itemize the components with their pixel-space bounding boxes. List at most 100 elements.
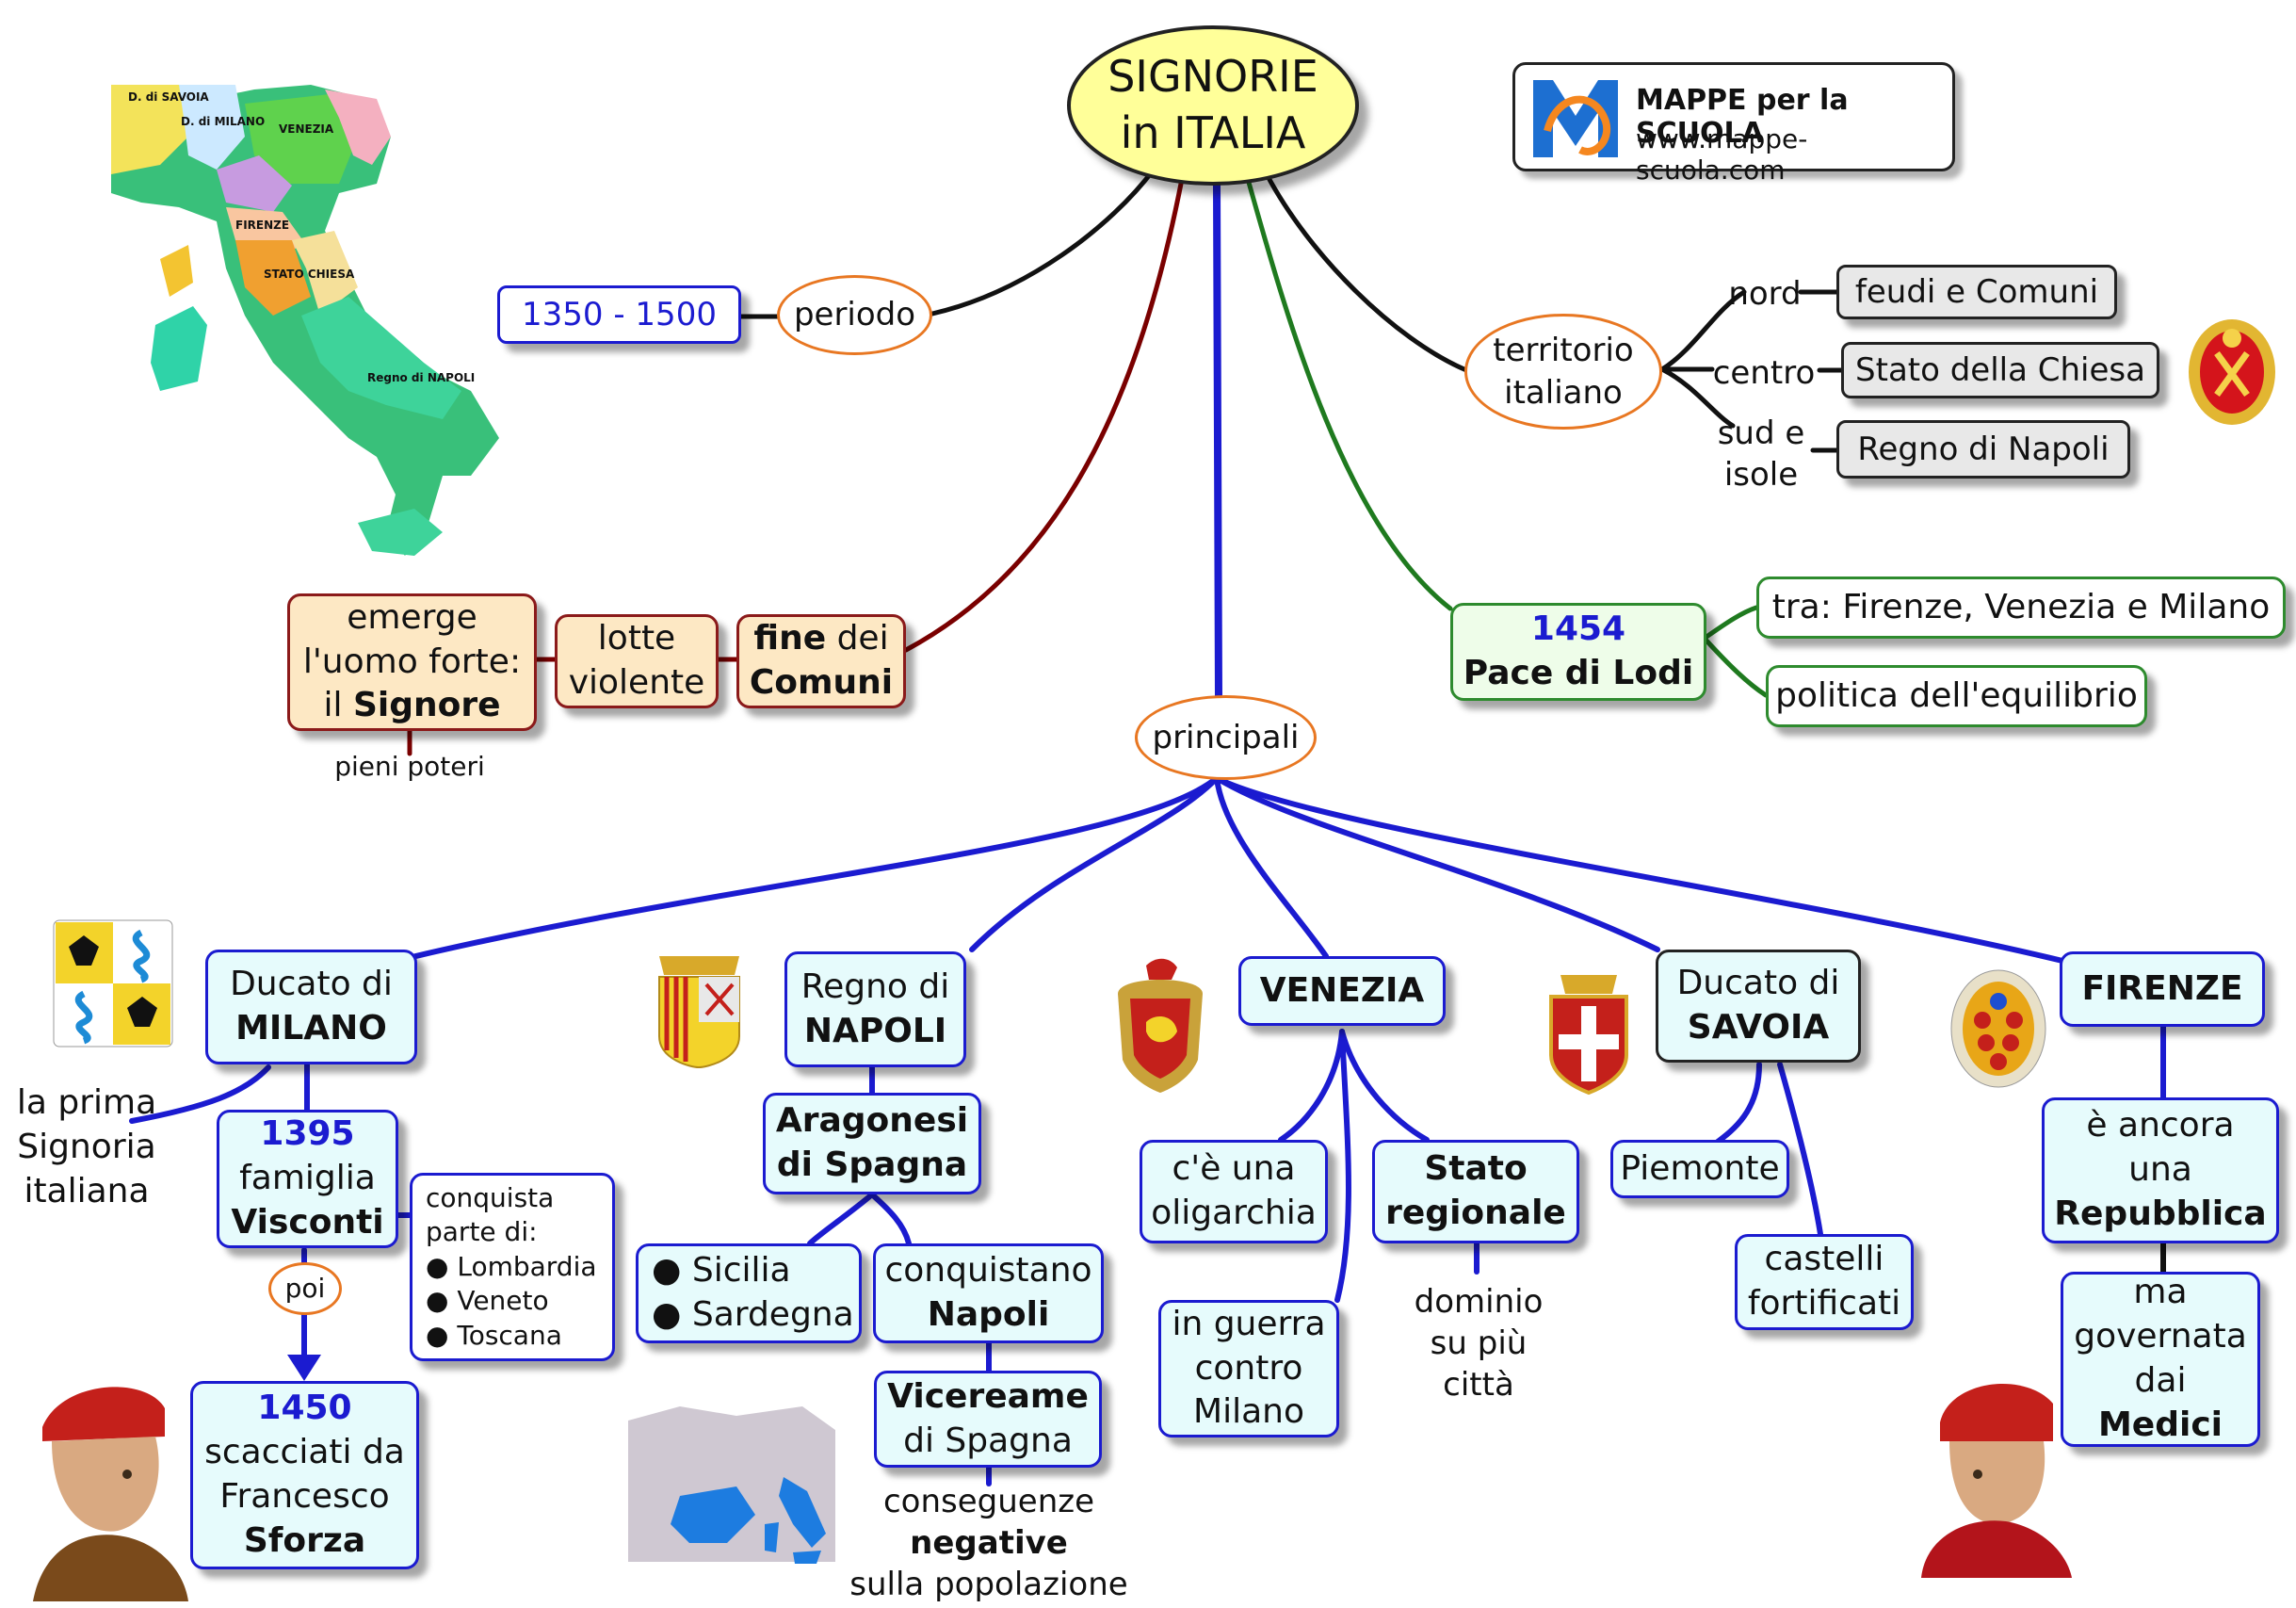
isole-box: ● Sicilia ● Sardegna [636,1243,862,1343]
napoli-regno-text: Regno di [800,966,950,1006]
pieni-poteri: pieni poteri [334,751,485,782]
conseguenze-line: conseguenze [882,1483,1095,1520]
poi-oval: poi [268,1262,342,1315]
principali-label: principali [1152,718,1300,756]
visconti-name: Visconti [231,1202,384,1242]
lodi-tra-text: tra: Firenze, Venezia e Milano [1771,587,2271,626]
isole-list: ● Sicilia ● Sardegna [652,1249,854,1338]
periodo-years-box: 1350 - 1500 [497,285,741,344]
oligarchia-box: c'è una oligarchia [1140,1140,1328,1243]
sud-label: sud e isole [1717,414,1805,495]
feudi-comuni-text: feudi e Comuni [1854,272,2099,311]
periodo-oval: periodo [777,275,932,355]
pace-lodi-box: 1454 Pace di Lodi [1450,603,1706,701]
fine-comuni-box: fine dei Comuni [736,614,906,708]
map-label-napoli: Regno di NAPOLI [367,371,475,384]
sforza-year: 1450 [257,1389,352,1428]
napoli-name: NAPOLI [803,1011,947,1050]
uomo-forte-box: emerge l'uomo forte: il Signore [287,593,537,731]
lodi-name: Pace di Lodi [1463,654,1694,692]
firenze-box: FIRENZE [2060,951,2265,1027]
dominio-text: dominio su più città [1394,1281,1563,1406]
title-line1: SIGNORIE [1108,51,1318,103]
visconti-year: 1395 [260,1114,355,1154]
map-label-milano: D. di MILANO [181,115,265,128]
sforza-portrait-image [24,1371,188,1605]
lotte-text: lotte violente [568,619,705,702]
dispagna-text: di Spagna [903,1421,1073,1460]
dei-text: dei [836,619,889,658]
visconti-box: 1395 famiglia Visconti [217,1110,398,1248]
emerge-text: emerge l'uomo forte: [302,597,522,681]
feudi-comuni-box: feudi e Comuni [1836,265,2117,319]
guerra-text: in guerra contro Milano [1172,1304,1326,1432]
map-label-venezia: VENEZIA [279,122,334,136]
medici-portrait-image [1912,1366,2072,1582]
aragonesi-text: Aragonesi di Spagna [775,1101,969,1184]
regno-napoli-city-box: Regno di NAPOLI [784,951,966,1067]
repubblica-box: è ancora una Repubblica [2042,1097,2279,1243]
medici-text: Medici [2097,1405,2223,1444]
stato-regionale-text: Stato regionale [1385,1149,1566,1232]
centro-label: centro [1712,354,1816,392]
stato-chiesa-text: Stato della Chiesa [1855,350,2145,389]
lodi-tra-box: tra: Firenze, Venezia e Milano [1756,577,2286,639]
map-label-savoia: D. di SAVOIA [128,90,209,104]
conquistano-box: conquistano Napoli [873,1243,1104,1343]
savoia-coat-of-arms-icon [1542,961,1636,1101]
spain-map-image [623,1402,840,1570]
conquista-item: ● Veneto [426,1285,549,1317]
lodi-politica-text: politica dell'equilibrio [1775,675,2138,715]
conquista-item: ● Toscana [426,1319,562,1351]
napoli-coat-of-arms-icon [650,947,749,1073]
logo-url: www.mappe-scuola.com [1636,123,1808,186]
principali-oval: principali [1135,695,1317,780]
fine-text: fine [753,619,827,658]
lotte-violente-box: lotte violente [555,614,719,708]
regno-napoli-text: Regno di Napoli [1857,430,2110,468]
nord-label: nord [1728,275,1802,313]
dominio-line: dominio su più città [1414,1283,1544,1405]
isola-item: ● Sardegna [652,1295,854,1334]
il-text: il [323,686,343,725]
conquistano-napoli: Napoli [927,1295,1050,1334]
piemonte-text: Piemonte [1620,1148,1780,1188]
negative-line: negative [910,1524,1068,1563]
territorio-label: territorio italiano [1493,332,1634,412]
stato-regionale-box: Stato regionale [1372,1140,1579,1243]
mappe-logo: MAPPE per la SCUOLA www.mappe-scuola.com [1512,62,1955,186]
guerra-milano-box: in guerra contro Milano [1158,1300,1339,1437]
signore-text: Signore [352,686,501,725]
venezia-box: VENEZIA [1238,956,1446,1026]
prima-signoria: la prima Signoria italiana [11,1081,162,1213]
papal-emblem-icon [2183,316,2281,432]
castelli-text: castelli fortificati [1747,1240,1901,1323]
medici-coat-of-arms-icon [1947,966,2050,1096]
piemonte-box: Piemonte [1610,1140,1789,1198]
isola-item: ● Sicilia [652,1251,791,1291]
periodo-years: 1350 - 1500 [522,295,717,333]
popolazione-line: sulla popolazione [849,1566,1128,1604]
savoia-name: SAVOIA [1687,1008,1830,1047]
firenze-name: FIRENZE [2081,968,2243,1008]
aragonesi-box: Aragonesi di Spagna [763,1093,981,1194]
sforza-name: Sforza [243,1520,366,1560]
territorio-oval: territorio italiano [1464,314,1662,430]
map-label-stato-chiesa: STATO CHIESA [264,268,355,281]
stato-chiesa-box: Stato della Chiesa [1841,342,2159,398]
conseguenze-text: conseguenze negative sulla popolazione [833,1481,1144,1606]
vicereame-box: Vicereame di Spagna [874,1371,1102,1468]
periodo-label: periodo [793,296,916,334]
oligarchia-text: c'è una oligarchia [1151,1149,1317,1232]
milano-ducato-text: Ducato di [230,965,393,1004]
savoia-ducato-text: Ducato di [1676,964,1840,1003]
medici-box: ma governata dai Medici [2061,1272,2260,1447]
milano-name: MILANO [235,1009,387,1048]
milano-coat-of-arms-icon [52,918,174,1052]
ducato-milano-box: Ducato di MILANO [205,950,417,1064]
repubblica-text: Repubblica [2054,1194,2267,1233]
map-label-firenze: FIRENZE [235,219,289,232]
ducato-savoia-box: Ducato di SAVOIA [1656,950,1861,1063]
regno-napoli-box: Regno di Napoli [1836,420,2130,479]
